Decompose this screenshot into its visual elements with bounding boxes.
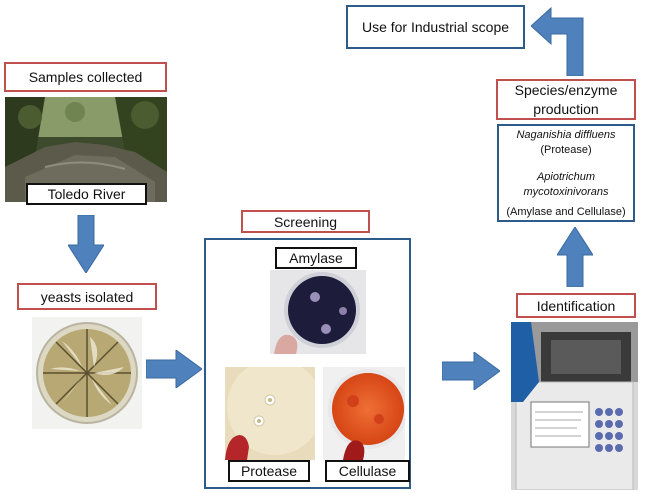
pcr-instrument-photo bbox=[511, 322, 638, 490]
species1-name: Naganishia diffluens bbox=[516, 129, 616, 141]
screening-box: Screening bbox=[241, 210, 370, 233]
amylase-plate-photo bbox=[270, 270, 366, 354]
species2-name: Apiotrichum mycotoxinivorans bbox=[523, 170, 609, 198]
species-production-line1: Species/enzyme bbox=[514, 81, 618, 98]
species-production-line2: production bbox=[533, 100, 599, 117]
samples-collected-box: Samples collected bbox=[4, 62, 167, 92]
species-production-box: Species/enzyme production bbox=[496, 79, 636, 120]
amylase-box: Amylase bbox=[275, 247, 357, 269]
cellulase-box: Cellulase bbox=[325, 460, 410, 482]
down-arrow-1 bbox=[68, 215, 104, 273]
protease-plate-photo bbox=[225, 367, 315, 460]
amylase-label: Amylase bbox=[289, 250, 343, 266]
bent-arrow-to-industrial bbox=[531, 6, 584, 76]
yeasts-isolated-box: yeasts isolated bbox=[17, 283, 157, 310]
identification-label: Identification bbox=[536, 297, 616, 314]
right-arrow-2 bbox=[442, 352, 500, 390]
industrial-scope-box: Use for Industrial scope bbox=[346, 5, 525, 49]
yeast-petri-dish-photo bbox=[32, 317, 142, 429]
species2-enzyme: (Amylase and Cellulase) bbox=[506, 206, 626, 218]
cellulase-label: Cellulase bbox=[338, 463, 397, 479]
species1-enzyme: (Protease) bbox=[540, 144, 592, 156]
screening-label: Screening bbox=[273, 213, 338, 230]
toledo-river-box: Toledo River bbox=[26, 183, 147, 205]
species-detail-box: Naganishia diffluens (Protease) Apiotric… bbox=[497, 124, 635, 222]
cellulase-plate-photo bbox=[323, 367, 405, 460]
yeasts-isolated-label: yeasts isolated bbox=[40, 288, 134, 305]
samples-collected-label: Samples collected bbox=[28, 69, 143, 85]
identification-box: Identification bbox=[516, 293, 636, 318]
industrial-scope-label: Use for Industrial scope bbox=[361, 19, 510, 35]
protease-label: Protease bbox=[240, 463, 298, 479]
toledo-river-label: Toledo River bbox=[47, 186, 126, 202]
right-arrow-1 bbox=[146, 350, 202, 388]
up-arrow-1 bbox=[557, 227, 593, 287]
protease-box: Protease bbox=[228, 460, 310, 482]
